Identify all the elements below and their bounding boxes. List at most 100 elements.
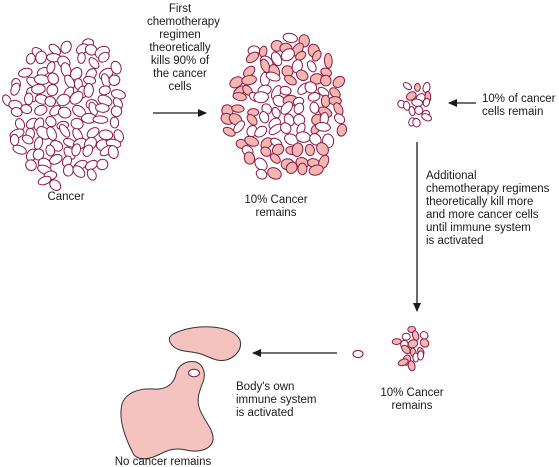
treated-cell: [259, 111, 270, 124]
cancer-cell: [95, 103, 110, 113]
label-no-cancer: No cancer remains: [114, 456, 212, 467]
cancer-cell: [20, 104, 33, 115]
treated-cell: [233, 120, 245, 134]
treated-cell: [255, 168, 268, 180]
treated-cell: [329, 87, 341, 99]
cancer-cell: [72, 165, 86, 178]
cancer-cell: [49, 154, 63, 165]
treated-cell: [316, 142, 329, 156]
cancer-cell: [48, 43, 62, 56]
cancer-cell: [32, 148, 45, 161]
cancer-cell: [98, 51, 110, 63]
cancer-cell: [82, 144, 94, 157]
treated-cell: [309, 101, 320, 114]
cancer-cell: [113, 129, 124, 143]
cancer-cell: [45, 144, 56, 157]
treated-cell: [304, 81, 318, 94]
cancer-cell: [60, 40, 72, 54]
cancer-cell: [45, 116, 57, 128]
treated-cell: [265, 71, 281, 82]
cancer-cell: [47, 72, 60, 85]
cancer-cell: [92, 115, 109, 124]
label-additional-regimens: Additional chemotherapy regimens theoret…: [426, 170, 550, 247]
treated-cell: [245, 51, 260, 64]
cancer-cell: [34, 104, 48, 116]
cancer-cell: [88, 57, 100, 70]
treated-cell-cluster: [220, 32, 348, 180]
treated-cell: [254, 157, 268, 171]
remaining-cell: [417, 350, 425, 361]
remaining-cell: [403, 100, 411, 111]
remaining-cell: [401, 332, 411, 341]
treated-cell: [293, 102, 305, 115]
treated-cell: [311, 50, 322, 62]
cancer-cell: [108, 74, 121, 86]
cancer-cell: [98, 85, 111, 96]
treated-cell: [295, 69, 309, 82]
cancer-cell: [71, 143, 82, 157]
treated-cell: [280, 48, 295, 62]
cancer-cell: [25, 53, 36, 65]
cancer-cell: [35, 50, 47, 65]
cancer-cell: [10, 107, 23, 117]
treated-cell: [320, 74, 332, 87]
remaining-cell: [419, 338, 430, 348]
treated-cell: [280, 122, 292, 134]
cancer-cell: [31, 83, 46, 95]
treated-cell: [260, 146, 272, 157]
treated-cell: [254, 125, 268, 138]
label-immune-system: Body's own immune system is activated: [236, 381, 317, 419]
remaining-cell: [412, 117, 421, 128]
cancer-cell: [110, 105, 123, 118]
treated-cell: [291, 142, 304, 157]
remaining-cell: [411, 98, 423, 107]
cancer-cell: [46, 61, 56, 74]
treated-cell: [244, 135, 260, 147]
cancer-cell: [9, 133, 20, 147]
label-cancer: Cancer: [47, 191, 85, 203]
remaining-cell: [407, 360, 416, 372]
treated-cell: [297, 162, 308, 176]
cancer-cell: [25, 159, 37, 172]
remaining-cell: [397, 358, 409, 367]
cancer-cell: [18, 67, 33, 78]
label-remains-1: 10% Cancer remains: [244, 194, 308, 219]
treated-cell: [269, 153, 281, 164]
cancer-cell: [83, 83, 94, 98]
treated-cell: [279, 85, 292, 96]
treated-cell: [291, 59, 303, 74]
treated-cell: [243, 151, 256, 165]
treated-cell: [308, 164, 324, 176]
treated-cell: [282, 32, 298, 44]
treated-cell: [270, 51, 283, 67]
cancer-cell: [37, 175, 52, 186]
remaining-cell: [411, 330, 420, 341]
treated-cell: [281, 65, 294, 78]
treated-cell: [332, 75, 346, 88]
cancer-cell: [86, 168, 97, 181]
cancer-cell: [10, 82, 21, 96]
treated-cell: [280, 101, 293, 115]
label-remains-2: 10% Cancer remains: [380, 387, 444, 412]
treated-cell: [304, 143, 315, 157]
cancer-cell: [107, 145, 119, 160]
remaining-cell: [391, 338, 402, 346]
treated-cell: [246, 113, 258, 126]
cancer-cell: [110, 60, 122, 75]
treated-cell: [243, 65, 256, 78]
treated-cell: [271, 106, 281, 119]
remaining-cell: [407, 339, 419, 349]
treated-cell: [334, 113, 346, 125]
treated-cell: [241, 74, 257, 86]
cancer-cell: [44, 95, 57, 107]
cancer-cell: [109, 116, 120, 129]
label-remaining-note: 10% of cancer cells remain: [482, 93, 556, 118]
cancer-cell: [49, 105, 62, 117]
treated-cell: [315, 122, 331, 132]
cancer-cell: [58, 123, 71, 138]
treated-cell: [293, 113, 306, 126]
cancer-cell: [77, 52, 86, 64]
remaining-cell: [422, 97, 431, 107]
treated-cell: [222, 126, 236, 137]
